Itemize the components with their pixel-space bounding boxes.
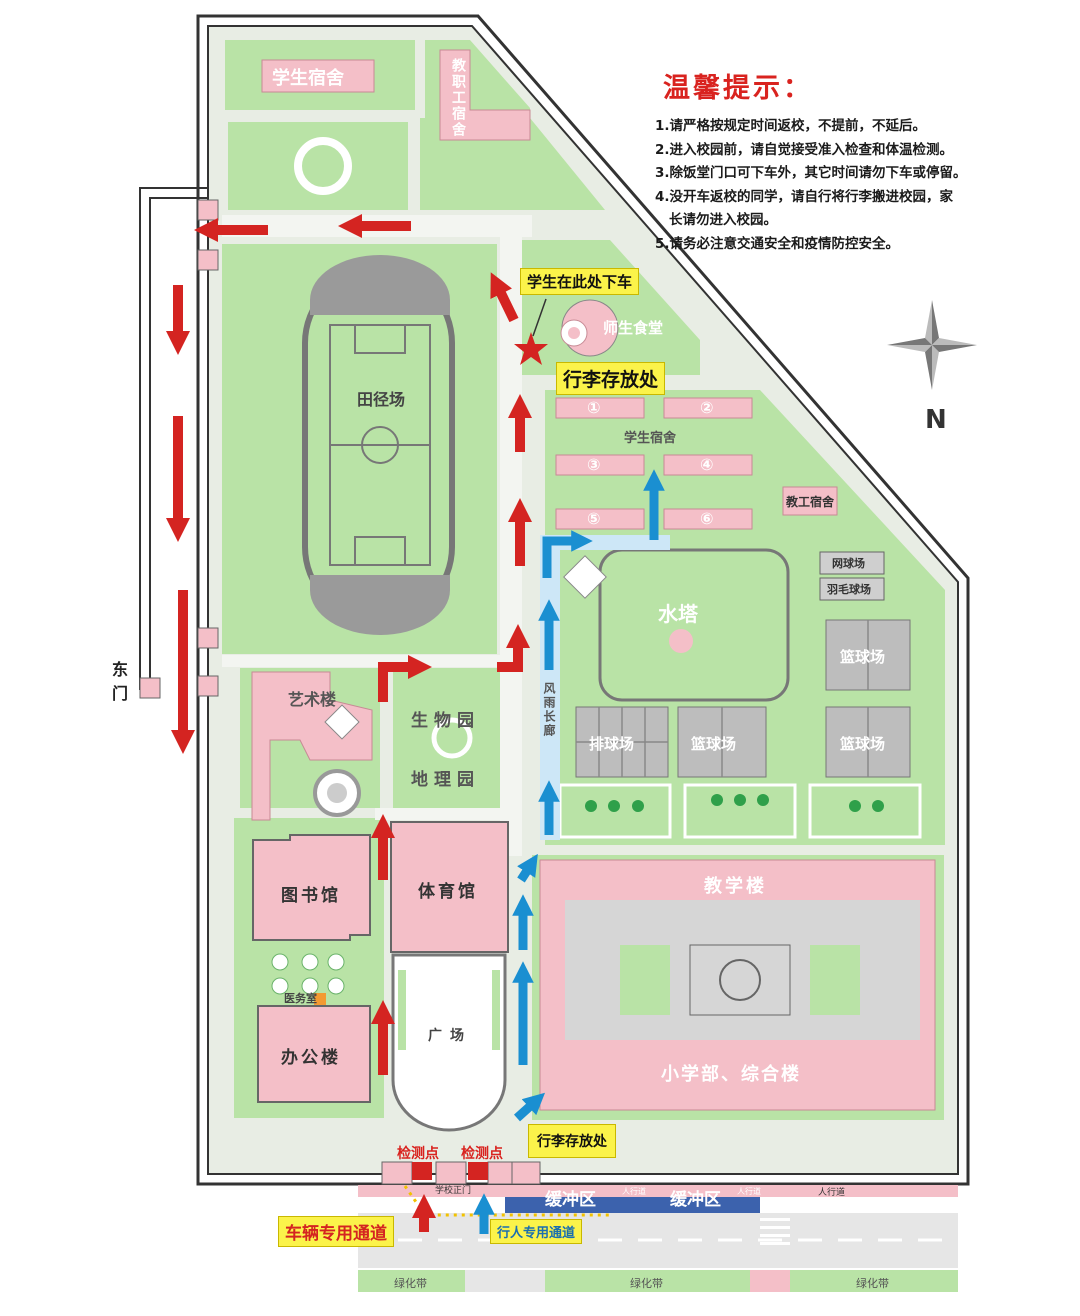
street — [358, 1185, 958, 1292]
buffer-zone-1: 缓冲区 — [545, 1190, 596, 1210]
notice-item: 3.除饭堂门口可下车外，其它时间请勿下车或停留。 — [655, 165, 967, 181]
sidewalk-label-1: 人行道 — [622, 1187, 646, 1196]
label-staff-dorm-top: 教职工宿舍 — [450, 58, 466, 138]
square-area — [391, 953, 507, 1132]
label-tennis: 网球场 — [832, 557, 865, 570]
label-student-dorm-top: 学生宿舍 — [272, 68, 344, 89]
clinic-cross — [314, 993, 326, 1005]
notice-item: 4.没开车返校的同学，请自行将行李搬进校园，家 — [655, 188, 954, 205]
pedestrian-lane-label: 行人专用通道 — [490, 1219, 583, 1244]
label-basketball-3: 篮球场 — [691, 735, 737, 753]
square-benches — [398, 970, 500, 1050]
label-volleyball: 排球场 — [589, 735, 635, 753]
label-track-field: 田径场 — [357, 390, 406, 409]
checkpoint-marker-1 — [412, 1162, 432, 1180]
label-dorm-2: ② — [700, 398, 714, 417]
label-dorm-6: ⑥ — [700, 509, 714, 528]
notice-item: 1.请严格按规定时间返校，不提前，不延后。 — [655, 118, 927, 134]
art-diamond — [324, 704, 360, 740]
label-staff-dorm-right: 教工宿舍 — [786, 495, 835, 509]
vehicle-arrow-turn — [378, 654, 433, 702]
green-belt-2: 绿化带 — [630, 1277, 663, 1290]
label-dorm-1: ① — [587, 398, 601, 417]
art-ring-inner — [327, 783, 347, 803]
buffer-zone-2: 缓冲区 — [670, 1190, 721, 1210]
dropoff-pointer — [532, 298, 547, 337]
compass-north-label: N — [925, 405, 947, 435]
east-road — [139, 187, 208, 690]
roundabout — [294, 137, 352, 195]
notice-title: 温馨提示： — [663, 73, 813, 104]
pedestrian-arrow-turn — [542, 530, 593, 578]
student-dorm-top — [261, 59, 375, 93]
east-gate-booths — [139, 199, 219, 699]
office-building — [257, 1005, 371, 1103]
campus-wall-outer — [196, 14, 970, 1186]
checkpoint-label-1: 检测点 — [397, 1146, 439, 1162]
label-primary: 小学部、综合楼 — [661, 1064, 801, 1085]
small-gardens — [558, 783, 922, 839]
label-teaching: 教学楼 — [704, 876, 767, 897]
label-gym: 体育馆 — [418, 882, 478, 902]
label-art-building: 艺术楼 — [288, 690, 337, 709]
tennis-court — [819, 551, 885, 575]
label-library: 图书馆 — [281, 886, 341, 906]
label-square: 广场 — [428, 1028, 472, 1044]
compass-rose-icon — [887, 300, 977, 390]
notice-panel: 温馨提示： 1.请严格按规定时间返校，不提前，不延后。 2.进入校园前，请自觉接… — [655, 66, 1065, 256]
bio-garden-ring — [431, 717, 473, 759]
notice-item: 长请勿进入校园。 — [669, 212, 777, 228]
vehicle-route-arrows — [165, 213, 533, 1232]
water-tower-field — [563, 548, 790, 702]
checkpoint-label-2: 检测点 — [461, 1146, 503, 1162]
library-building — [252, 834, 371, 941]
label-dorm-4: ④ — [700, 455, 714, 474]
label-canteen: 师生食堂 — [603, 319, 664, 337]
notice-item: 5.请务必注意交通安全和疫情防控安全。 — [655, 235, 900, 252]
notice-list: 1.请严格按规定时间返校，不提前，不延后。 2.进入校园前，请自觉接受准入检查和… — [655, 115, 1065, 256]
green-belt-1: 绿化带 — [394, 1277, 427, 1290]
dorm-buildings — [555, 397, 753, 530]
clinic-garden — [271, 953, 345, 995]
gym-building — [390, 821, 509, 953]
dropoff-callout: 学生在此处下车 — [520, 268, 640, 295]
gate-label: 学校正门 — [435, 1186, 472, 1196]
green-belt-3: 绿化带 — [856, 1277, 889, 1290]
label-covered-walkway: 风雨长廊 — [542, 682, 556, 738]
pedestrian-arrow — [513, 1092, 546, 1122]
canteen-building — [560, 299, 619, 357]
vehicle-arrow — [490, 272, 519, 323]
pedestrian-route-arrows — [473, 469, 665, 1234]
teaching-complex — [539, 859, 936, 1111]
track-field — [302, 255, 455, 635]
notice-item: 2.进入校园前，请自觉接受准入检查和体温检测。 — [655, 141, 954, 158]
staff-dorm-top — [439, 49, 531, 141]
label-basketball-1: 篮球场 — [840, 648, 886, 666]
label-office: 办公楼 — [281, 1048, 341, 1068]
label-geo-garden: 地理园 — [411, 770, 480, 790]
sidewalk-label-2: 人行道 — [737, 1187, 761, 1196]
gate-booths — [381, 1161, 541, 1185]
pedestrian-arrow — [517, 853, 538, 883]
dropoff-star — [514, 332, 548, 365]
label-basketball-2: 篮球场 — [840, 735, 886, 753]
staff-dorm-right — [782, 486, 838, 516]
badminton-court — [819, 577, 885, 601]
label-dorm-5: ⑤ — [587, 509, 601, 528]
luggage-callout-main: 行李存放处 — [556, 362, 666, 395]
label-badminton: 羽毛球场 — [827, 583, 871, 596]
label-student-dorm-block: 学生宿舍 — [624, 431, 677, 446]
checkpoint-marker-2 — [468, 1162, 488, 1180]
label-dorm-3: ③ — [587, 455, 601, 474]
label-east-gate: 东门 — [112, 660, 129, 703]
sidewalk-label-3: 人行道 — [818, 1188, 846, 1198]
label-water-tower: 水塔 — [658, 602, 698, 626]
vehicle-arrow-turn — [497, 623, 531, 672]
court-lines — [576, 620, 869, 777]
label-clinic: 医务室 — [284, 992, 317, 1005]
vehicle-lane-label: 车辆专用通道 — [278, 1216, 394, 1247]
label-bio-garden: 生物园 — [411, 711, 480, 731]
luggage-callout-gate: 行李存放处 — [528, 1124, 616, 1158]
